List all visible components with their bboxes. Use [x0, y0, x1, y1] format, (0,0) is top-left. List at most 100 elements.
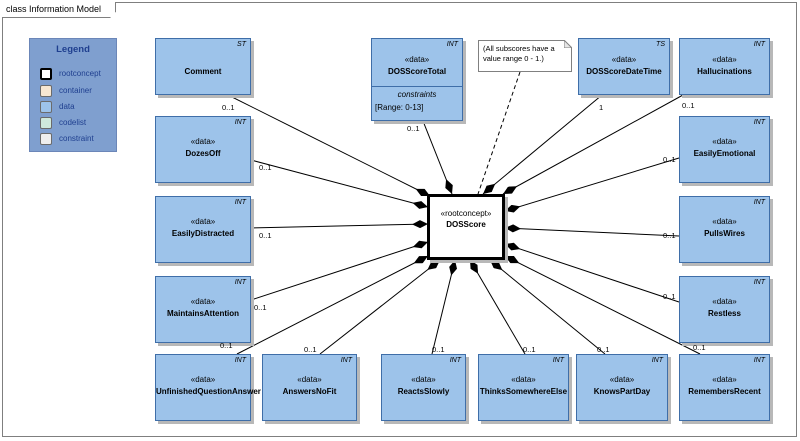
multiplicity-dosscoretotal: 0..1: [407, 124, 420, 133]
association-unfinished: [236, 255, 429, 355]
legend-label: data: [59, 102, 75, 111]
class-stereotype: «data»: [404, 55, 430, 64]
constraints-label: constraints: [397, 90, 437, 99]
association-answersnofit: [319, 259, 441, 355]
legend: Legend rootconcept container data codeli…: [29, 38, 117, 152]
note-text: (All subscores have a value range 0 - 1.…: [483, 44, 555, 63]
range-constraint: [Range: 0-13]: [375, 103, 424, 112]
class-comment[interactable]: ST Comment: [155, 38, 251, 95]
multiplicity-hallucinations: 0..1: [682, 101, 695, 110]
class-reactsslowly[interactable]: INT «data» ReactsSlowly: [381, 354, 466, 421]
multiplicity-reactsslowly: 0..1: [432, 345, 445, 354]
legend-label: rootconcept: [59, 69, 101, 78]
association-thinkssomewhereelse: [469, 259, 526, 355]
association-dozesoff: [250, 159, 429, 209]
class-tag: INT: [753, 357, 765, 364]
class-restless[interactable]: INT «data» Restless: [679, 276, 770, 343]
class-answersnofit[interactable]: INT «data» AnswersNoFit: [262, 354, 357, 421]
class-remembersrecent[interactable]: INT «data» RemembersRecent: [679, 354, 770, 421]
class-stereotype: «data»: [511, 375, 536, 384]
class-maintainsattention[interactable]: INT «data» MaintainsAttention: [155, 276, 251, 343]
class-stereotype: «data»: [609, 375, 635, 384]
multiplicity-thinks: 0..1: [523, 345, 536, 354]
association-knowspartday: [489, 259, 606, 355]
class-stereotype: «data»: [190, 297, 216, 306]
multiplicity-knowspartday: 0..1: [597, 345, 610, 354]
association-reactsslowly: [431, 259, 457, 355]
class-name: Restless: [708, 309, 741, 318]
class-tag: ST: [237, 41, 246, 48]
multiplicity-maintainsattention: 0..1: [254, 303, 267, 312]
class-tag: INT: [234, 199, 246, 206]
class-tag: INT: [234, 357, 246, 364]
association-dosscoretotal: [422, 120, 453, 195]
constraint-compartment-divider: [372, 86, 462, 87]
class-stereotype: «data»: [611, 55, 637, 64]
note-fold-icon: [564, 40, 572, 48]
multiplicity-answersnofit: 0..1: [304, 345, 317, 354]
legend-label: constraint: [59, 134, 94, 143]
class-tag: INT: [753, 119, 765, 126]
class-tag: INT: [651, 357, 663, 364]
class-tag: INT: [753, 279, 765, 286]
class-stereotype: «data»: [297, 375, 322, 384]
class-stereotype: «data»: [712, 55, 737, 64]
legend-swatch: [40, 68, 52, 80]
class-name: DOSScoreDateTime: [586, 67, 662, 76]
class-easilyemotional[interactable]: INT «data» EasilyEmotional: [679, 116, 770, 183]
class-thinkssomewhereelse[interactable]: INT «data» ThinksSomewhereElse: [478, 354, 569, 421]
class-name: PullsWires: [704, 229, 745, 238]
class-unfinishedquestionanswer[interactable]: INT «data» UnfinishedQuestionAnswer: [155, 354, 261, 421]
legend-title: Legend: [56, 44, 90, 55]
multiplicity-easilydistracted: 0..1: [259, 231, 272, 240]
root-concept-dosscore[interactable]: «rootconcept» DOSScore: [427, 194, 505, 260]
multiplicity-easilyemotional: 0..1: [663, 155, 676, 164]
class-tag: INT: [449, 357, 461, 364]
association-remembersrecent: [504, 255, 701, 355]
note-anchor-line: [477, 71, 521, 195]
root-name: DOSScore: [446, 220, 486, 229]
multiplicity-comment: 0..1: [222, 103, 235, 112]
class-name: ThinksSomewhereElse: [479, 387, 568, 396]
multiplicity-datetime: 1: [599, 103, 604, 112]
association-hallucinations: [502, 94, 684, 195]
class-knowspartday[interactable]: INT «data» KnowsPartDay: [576, 354, 668, 421]
class-dozesoff[interactable]: INT «data» DozesOff: [155, 116, 251, 183]
class-name: UnfinishedQuestionAnswer: [156, 387, 261, 396]
class-dosscoredatetime[interactable]: TS «data» DOSScoreDateTime: [578, 38, 670, 95]
multiplicity-restless: 0..1: [663, 292, 676, 301]
class-name: EasilyEmotional: [693, 149, 756, 158]
class-name: Hallucinations: [697, 67, 752, 76]
class-stereotype: «data»: [411, 375, 436, 384]
frame-title: class Information Model: [2, 2, 116, 18]
association-datetime: [482, 94, 603, 195]
class-tag: INT: [234, 279, 246, 286]
class-tag: TS: [656, 41, 665, 48]
class-easilydistracted[interactable]: INT «data» EasilyDistracted: [155, 196, 251, 263]
class-name: EasilyDistracted: [171, 229, 235, 238]
class-tag: INT: [753, 199, 765, 206]
class-name: ReactsSlowly: [397, 387, 450, 396]
legend-swatch: [40, 85, 52, 97]
class-name: KnowsPartDay: [593, 387, 651, 396]
multiplicity-remembers: 0..1: [693, 343, 706, 352]
legend-swatch: [40, 101, 52, 113]
class-hallucinations[interactable]: INT «data» Hallucinations: [679, 38, 770, 95]
class-stereotype: «data»: [712, 217, 737, 226]
class-pullswires[interactable]: INT «data» PullsWires: [679, 196, 770, 263]
multiplicity-unfinished: 0..1: [220, 341, 233, 350]
class-stereotype: «data»: [190, 375, 216, 384]
legend-swatch: [40, 117, 52, 129]
class-name: Comment: [184, 67, 222, 76]
class-stereotype: «data»: [712, 297, 737, 306]
legend-label: container: [59, 86, 92, 95]
class-tag: INT: [340, 357, 352, 364]
class-tag: INT: [552, 357, 564, 364]
class-dosscoretotal[interactable]: INT «data» DOSScoreTotal constraints [Ra…: [371, 38, 463, 121]
association-easilydistracted: [250, 220, 429, 229]
legend-label: codelist: [59, 118, 87, 127]
association-restless: [504, 242, 680, 303]
class-name: DozesOff: [185, 149, 221, 158]
class-name: AnswersNoFit: [282, 387, 337, 396]
